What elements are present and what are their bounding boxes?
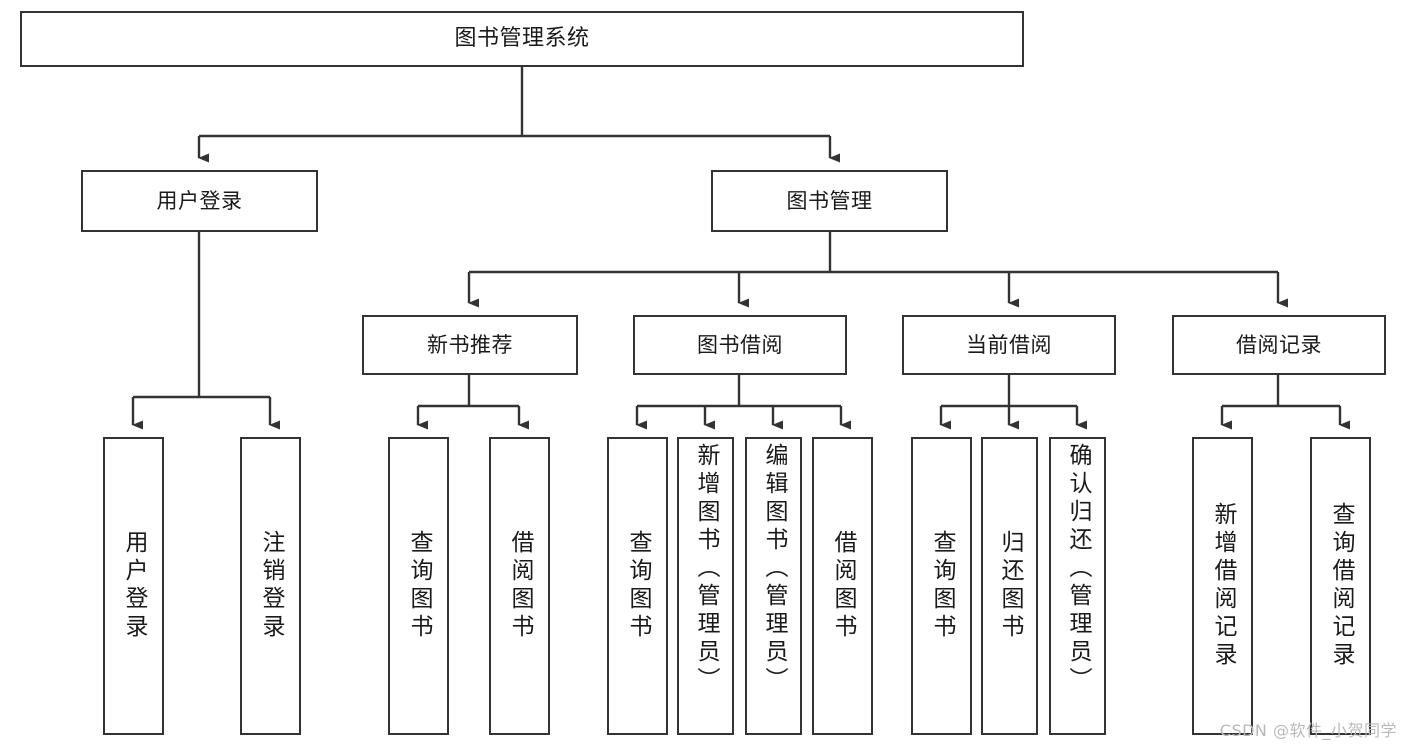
node-label: 新增借阅记录 xyxy=(1210,502,1236,670)
leaf-query-borrow-record[interactable]: 查询借阅记录 xyxy=(1310,437,1371,735)
node-label: 新增图书（管理员） xyxy=(693,443,719,695)
node-label: 图书管理 xyxy=(786,188,873,213)
node-label: 图书管理系统 xyxy=(454,26,590,52)
node-label: 图书借阅 xyxy=(697,332,783,357)
node-current-borrow[interactable]: 当前借阅 xyxy=(902,315,1116,375)
node-label: 借阅图书 xyxy=(507,530,533,642)
leaf-borrow-book-borrow[interactable]: 借阅图书 xyxy=(812,437,873,735)
node-label: 编辑图书（管理员） xyxy=(761,443,787,695)
node-label: 当前借阅 xyxy=(966,332,1052,357)
leaf-query-book-recommend[interactable]: 查询图书 xyxy=(388,437,449,735)
leaf-return-book[interactable]: 归还图书 xyxy=(981,437,1038,735)
node-label: 查询图书 xyxy=(625,530,651,642)
node-user-login[interactable]: 用户登录 xyxy=(81,170,318,232)
leaf-user-login[interactable]: 用户登录 xyxy=(103,437,164,735)
leaf-add-book[interactable]: 新增图书（管理员） xyxy=(677,437,734,735)
leaf-edit-book[interactable]: 编辑图书（管理员） xyxy=(745,437,802,735)
csdn-watermark: CSDN @软件_小贺同学 xyxy=(1219,721,1397,740)
leaf-confirm-return[interactable]: 确认归还（管理员） xyxy=(1049,437,1106,735)
leaf-query-book-borrow[interactable]: 查询图书 xyxy=(607,437,668,735)
node-label: 借阅图书 xyxy=(830,530,856,642)
leaf-borrow-book-recommend[interactable]: 借阅图书 xyxy=(489,437,550,735)
node-book-borrow[interactable]: 图书借阅 xyxy=(633,315,847,375)
node-root-system[interactable]: 图书管理系统 xyxy=(20,11,1024,67)
node-label: 归还图书 xyxy=(997,530,1023,642)
node-label: 确认归还（管理员） xyxy=(1065,443,1091,695)
node-label: 注销登录 xyxy=(258,530,284,642)
leaf-add-borrow-record[interactable]: 新增借阅记录 xyxy=(1192,437,1253,735)
node-label: 新书推荐 xyxy=(427,332,513,357)
node-book-manage[interactable]: 图书管理 xyxy=(711,170,948,232)
leaf-query-book-current[interactable]: 查询图书 xyxy=(911,437,972,735)
node-label: 用户登录 xyxy=(156,188,243,213)
node-label: 查询图书 xyxy=(406,530,432,642)
leaf-logout-login[interactable]: 注销登录 xyxy=(240,437,301,735)
node-label: 用户登录 xyxy=(121,530,147,642)
node-label: 借阅记录 xyxy=(1236,332,1322,357)
node-borrow-record[interactable]: 借阅记录 xyxy=(1172,315,1386,375)
node-label: 查询借阅记录 xyxy=(1328,502,1354,670)
node-label: 查询图书 xyxy=(929,530,955,642)
node-new-book-recommend[interactable]: 新书推荐 xyxy=(362,315,578,375)
